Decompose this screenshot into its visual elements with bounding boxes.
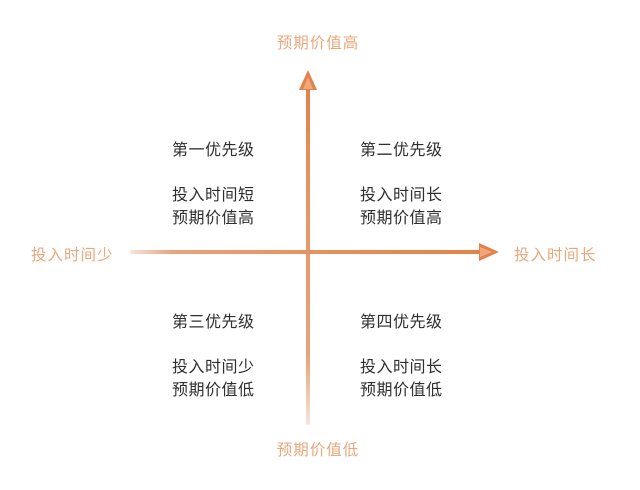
quadrant-detail-line: 投入时间长 [360,187,443,204]
quadrant-detail-line: 投入时间少 [172,359,255,376]
quadrant-detail-lines: 投入时间短 预期价值高 [172,184,362,230]
quadrant-bottom-left: 第三优先级 投入时间少 预期价值低 [172,308,362,402]
quadrant-detail-line: 投入时间长 [360,359,443,376]
quadrant-title: 第四优先级 [360,314,443,331]
quadrant-detail-lines: 投入时间长 预期价值高 [360,184,550,230]
quadrant-detail-line: 预期价值高 [360,210,443,227]
quadrant-detail-line: 投入时间短 [172,187,255,204]
axis-label-value-high: 预期价值高 [276,35,360,52]
quadrant-detail-line: 预期价值低 [172,382,255,399]
arrow-right-icon [479,243,499,261]
quadrant-detail-line: 预期价值高 [172,210,255,227]
arrow-up-icon [299,70,317,90]
quadrant-title: 第一优先级 [172,142,255,159]
quadrant-bottom-right: 第四优先级 投入时间长 预期价值低 [360,308,550,402]
quadrant-detail-lines: 投入时间少 预期价值低 [172,356,362,402]
quadrant-top-right: 第二优先级 投入时间长 预期价值高 [360,136,550,230]
vertical-axis-line [306,88,310,425]
quadrant-title: 第二优先级 [360,142,443,159]
axis-label-time-long: 投入时间长 [514,247,597,264]
quadrant-title: 第三优先级 [172,314,255,331]
quadrant-detail-line: 预期价值低 [360,382,443,399]
axis-label-value-low: 预期价值低 [276,442,360,459]
axis-label-time-short: 投入时间少 [31,247,114,264]
quadrant-top-left: 第一优先级 投入时间短 预期价值高 [172,136,362,230]
horizontal-axis-line [130,250,480,254]
quadrant-detail-lines: 投入时间长 预期价值低 [360,356,550,402]
